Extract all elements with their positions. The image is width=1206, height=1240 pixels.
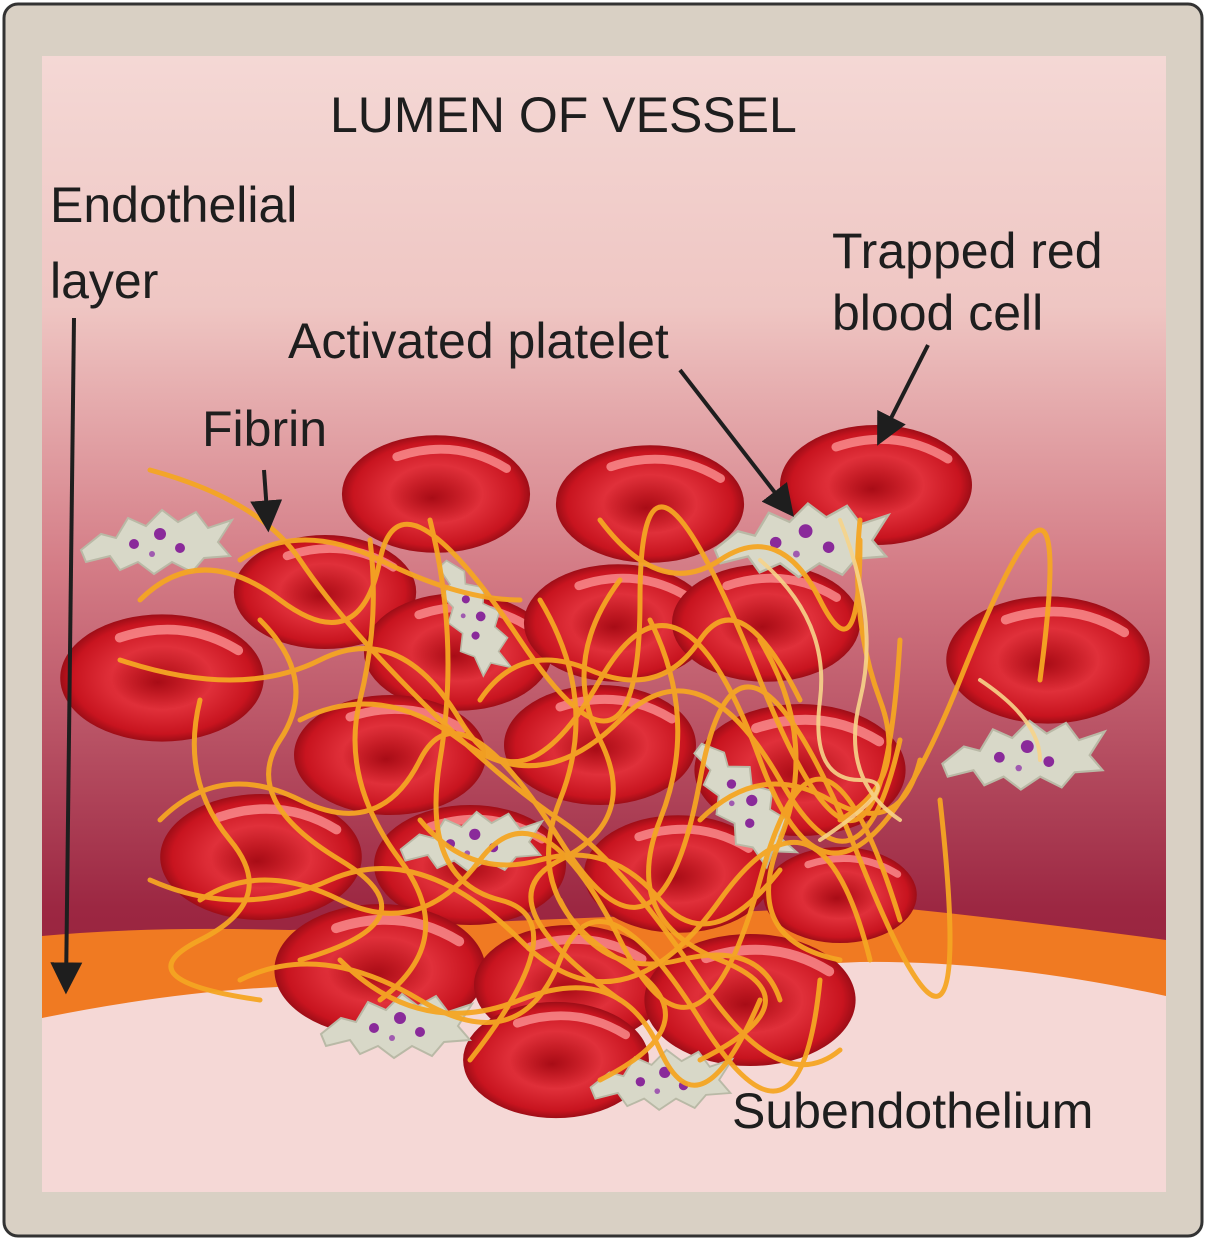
activated-platelet-label: Activated platelet (288, 316, 669, 366)
trapped-rbc-label-line2: blood cell (832, 288, 1043, 338)
diagram-title: LUMEN OF VESSEL (330, 90, 797, 140)
trapped-rbc-label-line1: Trapped red (832, 226, 1103, 276)
endothelial-label-line2: layer (50, 256, 158, 306)
subendothelium-label: Subendothelium (732, 1086, 1093, 1136)
endothelial-label-line1: Endothelial (50, 180, 297, 230)
fibrin-label: Fibrin (202, 404, 327, 454)
red-blood-cell (556, 445, 744, 563)
red-blood-cell (463, 1002, 649, 1118)
